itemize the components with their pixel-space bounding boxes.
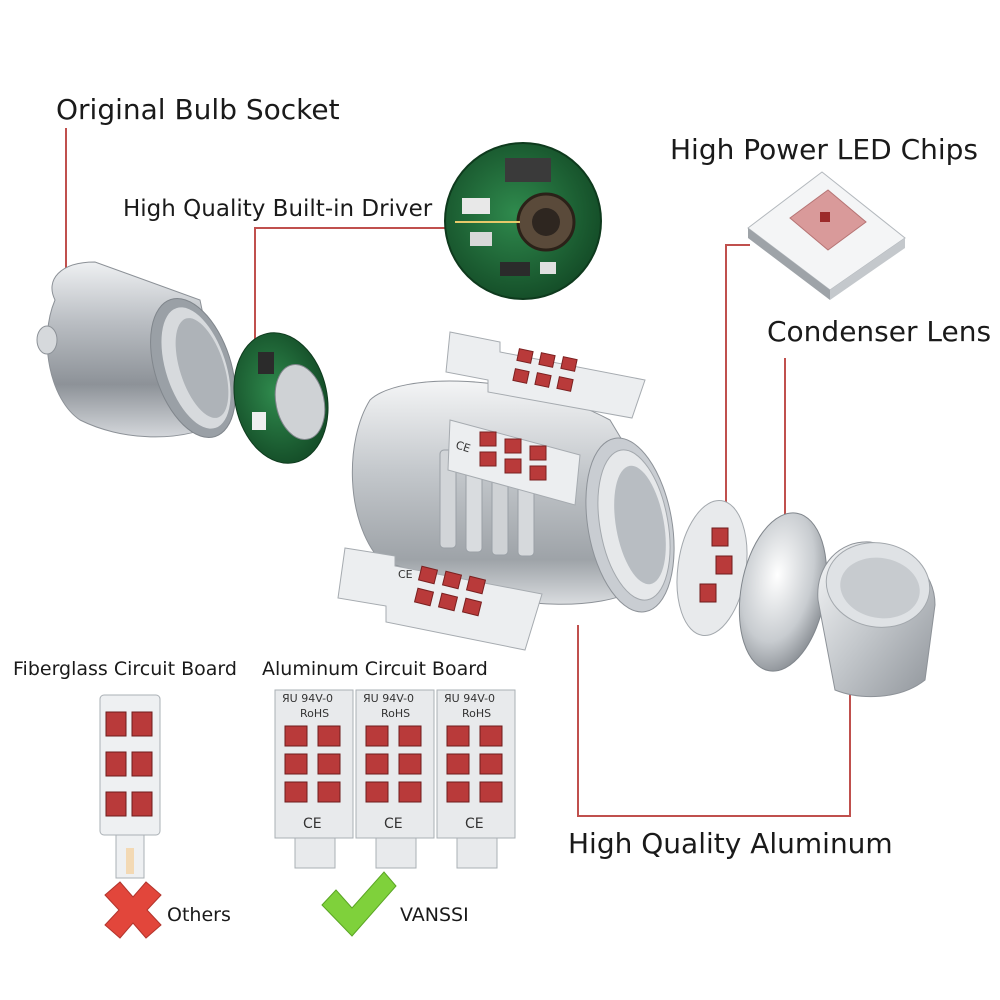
- driver-board-zoom-art: [444, 142, 602, 300]
- aluminum-board-1: [274, 689, 354, 869]
- vanssi-label: VANSSI: [400, 904, 469, 926]
- others-label: Others: [167, 904, 231, 926]
- board-1-ul-mark: ЯU 94V-0: [282, 692, 333, 705]
- board-2-ce-mark: CE: [384, 816, 403, 832]
- driver-board-art: [233, 332, 329, 464]
- svg-text:CE: CE: [454, 438, 472, 455]
- led-strip-top-art: [445, 331, 646, 419]
- fiberglass-board-art: [99, 694, 161, 879]
- fiberglass-board-label: Fiberglass Circuit Board: [13, 658, 237, 680]
- aluminum-boards-art: [274, 689, 516, 869]
- callout-line-led-chips: [725, 244, 750, 512]
- board-markings: ЯU 94V-0 RoHS CE ЯU 94V-0 RoHS CE ЯU 94V…: [282, 692, 495, 832]
- aluminum-board-label: Aluminum Circuit Board: [262, 658, 488, 680]
- callout-led-chips: High Power LED Chips: [670, 133, 978, 166]
- aluminum-board-3: [436, 689, 516, 869]
- callout-aluminum: High Quality Aluminum: [568, 827, 893, 860]
- svg-text:CE: CE: [398, 568, 413, 581]
- board-3-ul-mark: ЯU 94V-0: [444, 692, 495, 705]
- board-1-rohs-mark: RoHS: [300, 707, 329, 720]
- board-3-ce-mark: CE: [465, 816, 484, 832]
- callout-line-aluminum: [577, 625, 851, 817]
- board-2-ul-mark: ЯU 94V-0: [363, 692, 414, 705]
- aluminum-board-2: [355, 689, 435, 869]
- check-icon: [321, 871, 397, 937]
- led-strip-left-art: CE: [337, 547, 543, 651]
- callout-lens: Condenser Lens: [767, 315, 992, 348]
- bulb-socket-art: [36, 261, 236, 438]
- callout-lines: [65, 128, 851, 817]
- cross-icon: [104, 881, 162, 939]
- led-chip-art: [747, 171, 906, 300]
- callout-bulb-socket: Original Bulb Socket: [56, 93, 340, 126]
- aluminum-cap-art: [817, 541, 936, 698]
- board-3-rohs-mark: RoHS: [462, 707, 491, 720]
- board-2-rohs-mark: RoHS: [381, 707, 410, 720]
- lamp-body-art: CE: [351, 380, 675, 613]
- board-1-ce-mark: CE: [303, 816, 322, 832]
- callout-driver: High Quality Built-in Driver: [123, 196, 433, 222]
- callout-line-driver: [254, 227, 445, 355]
